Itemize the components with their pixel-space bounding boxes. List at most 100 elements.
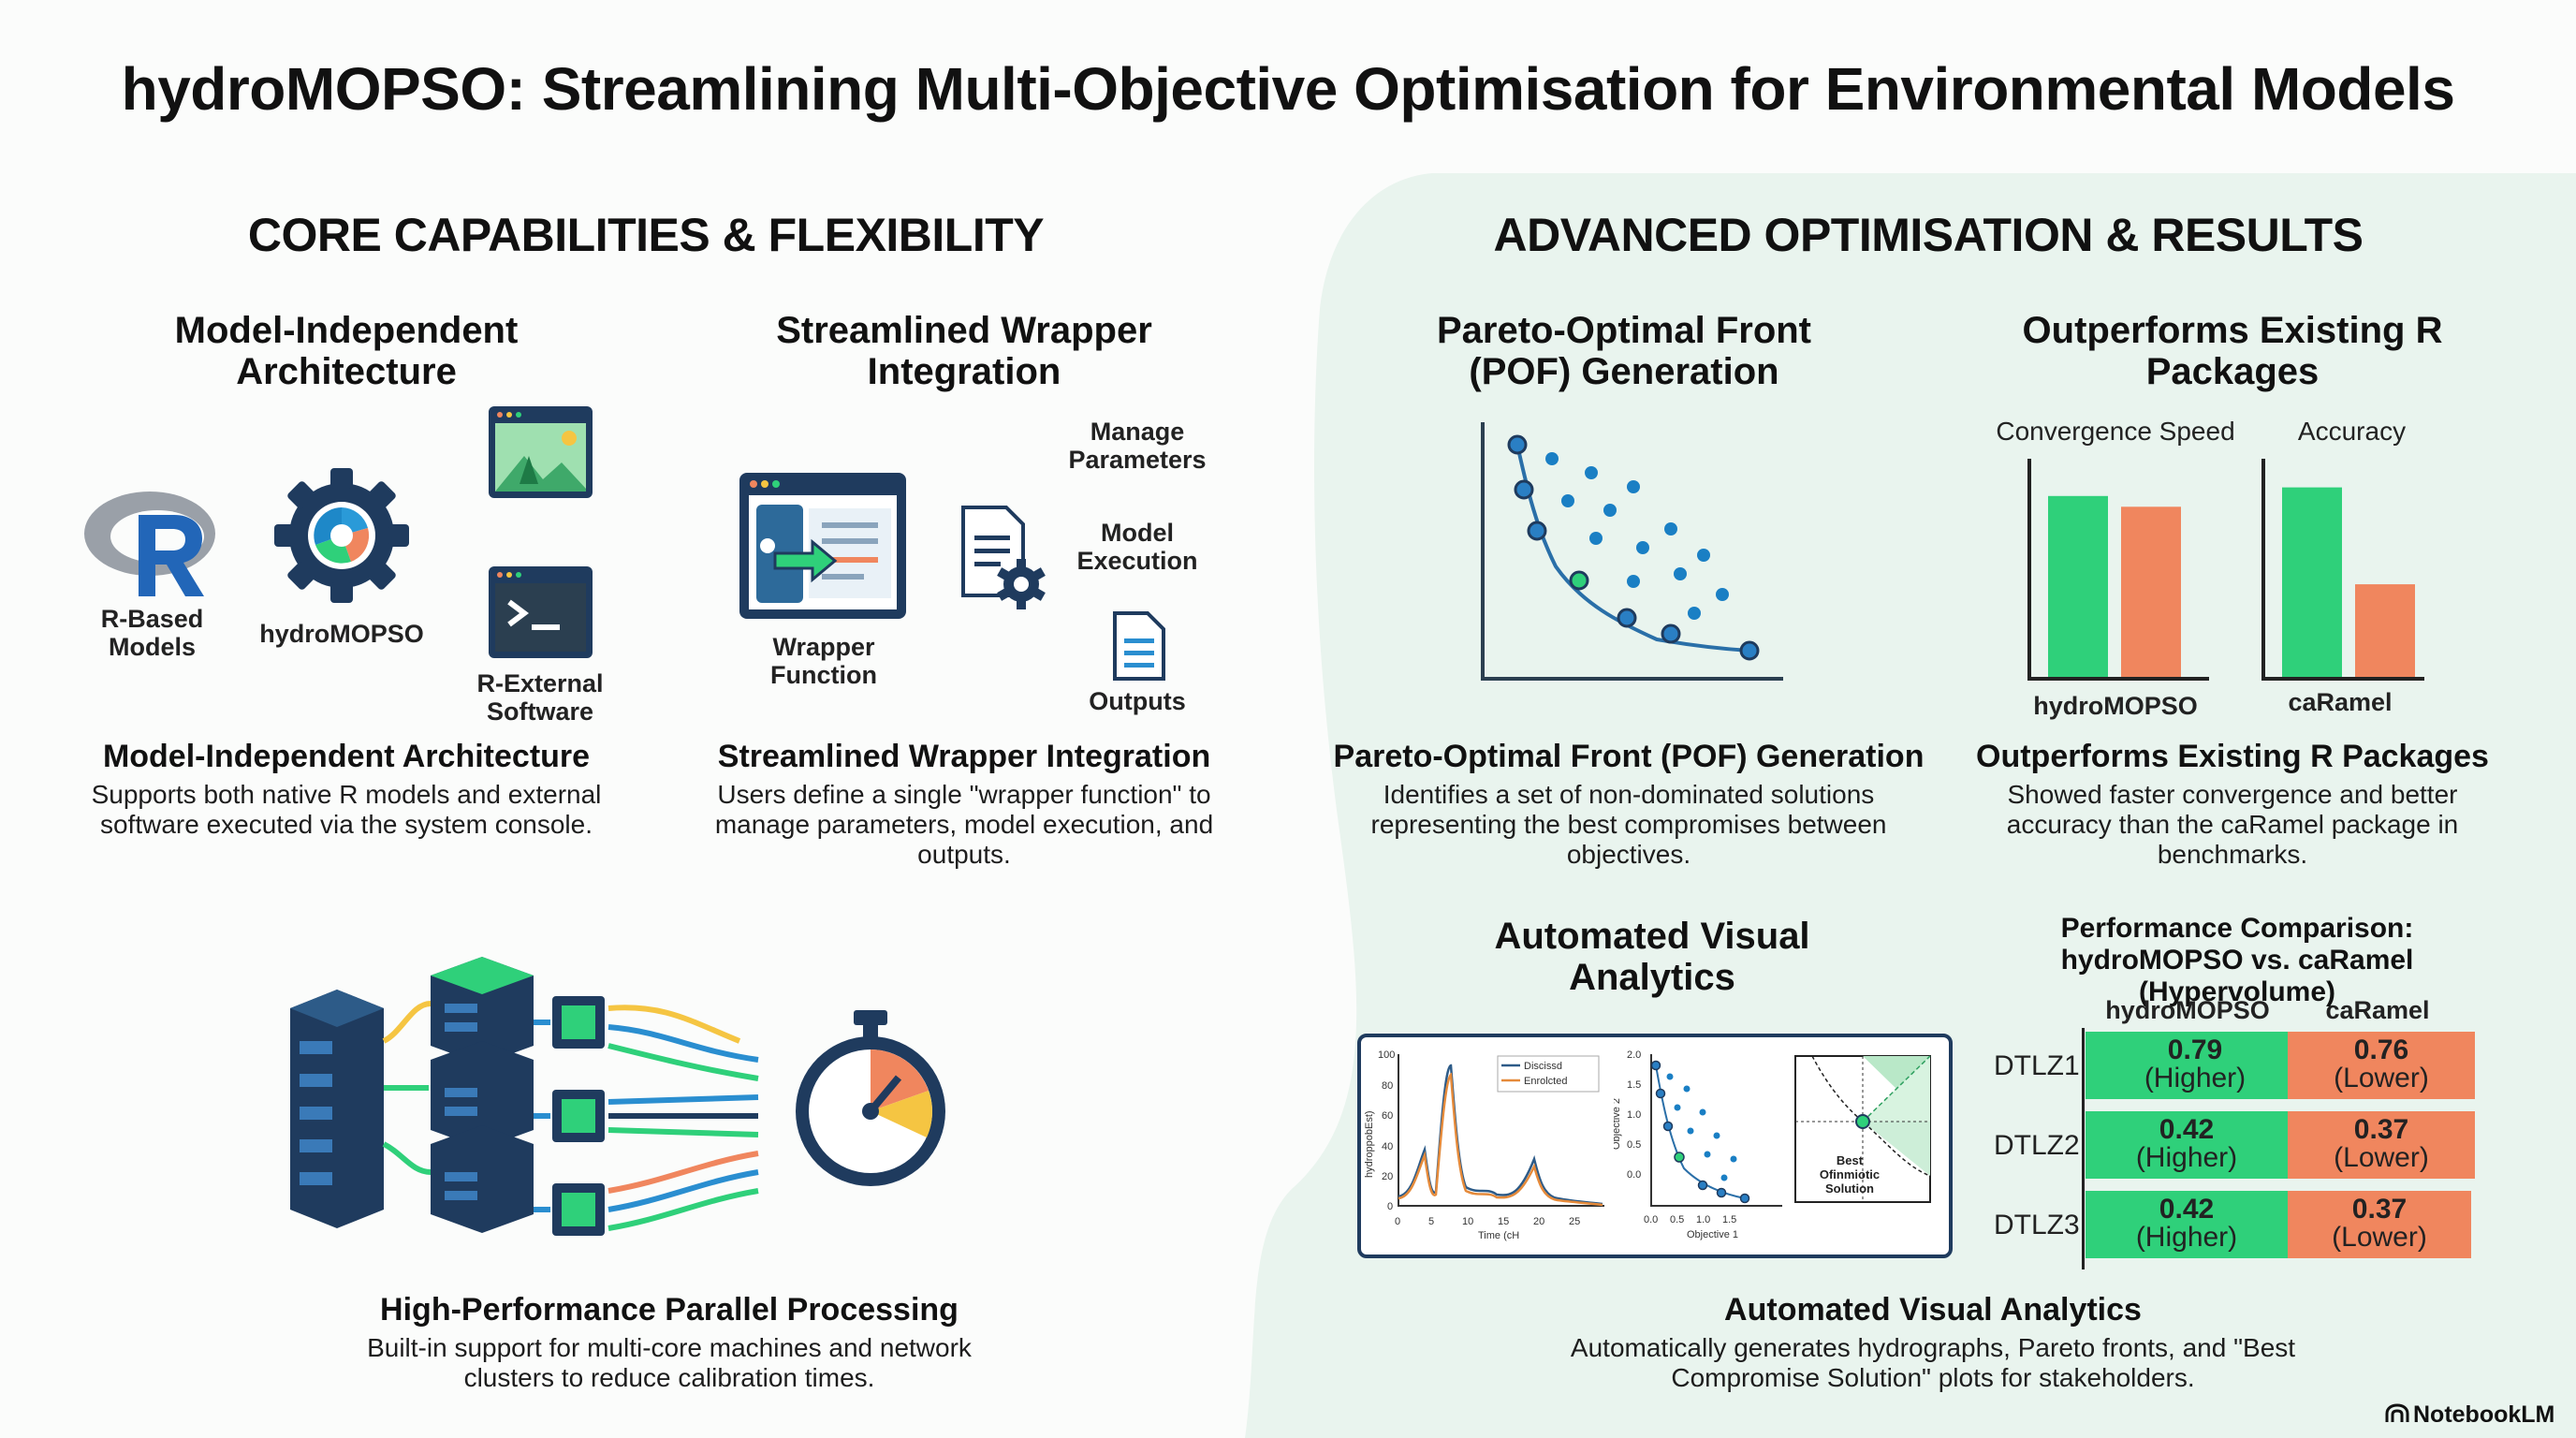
pareto-xlabel: Objective 1: [1687, 1229, 1738, 1240]
accuracy-bar-hydromopso: [2282, 487, 2342, 677]
value: 0.42: [2159, 1114, 2215, 1145]
core-capabilities-heading: CORE CAPABILITIES & FLEXIBILITY: [247, 209, 1045, 261]
pof-description: Identifies a set of non-dominated soluti…: [1370, 780, 1887, 869]
svg-text:0.0: 0.0: [1644, 1214, 1658, 1225]
bar-x-hydromopso-label: hydroMOPSO: [2033, 692, 2198, 720]
server-icon: [290, 990, 384, 1228]
table-row: DTLZ3 0.42(Higher) 0.37(Lower): [1984, 1189, 2481, 1260]
outputs-label: Outputs: [1089, 687, 1186, 715]
hydro-legend-2: Enrolcted: [1524, 1076, 1567, 1087]
note: (Higher): [2135, 1142, 2238, 1173]
pareto-ylabel: Objective 2: [1614, 1098, 1622, 1150]
outputs-document-icon: [1113, 611, 1165, 681]
outperforms-title: Outperforms Existing R Packages: [2022, 310, 2443, 392]
table-col-caramel: caRamel: [2325, 996, 2430, 1024]
row-label: DTLZ2: [1994, 1130, 2080, 1161]
caramel-cell: 0.37(Lower): [2288, 1191, 2471, 1258]
hydromopso-label: hydroMOPSO: [259, 620, 424, 648]
pof-title: Pareto-Optimal Front (POF) Generation: [1436, 310, 1812, 392]
arch-title: Model-Independent Architecture: [174, 310, 519, 392]
note: (Lower): [2332, 1222, 2427, 1253]
svg-text:2.0: 2.0: [1627, 1049, 1641, 1061]
advanced-optimisation-heading: ADVANCED OPTIMISATION & RESULTS: [1493, 209, 2364, 261]
svg-text:25: 25: [1569, 1216, 1580, 1227]
value: 0.79: [2167, 1034, 2223, 1065]
best-compromise-label: Best Ofinmiotic Solution: [1819, 1153, 1881, 1196]
row-label: DTLZ1: [1994, 1050, 2080, 1081]
svg-text:1.0: 1.0: [1627, 1109, 1641, 1121]
caramel-cell: 0.37(Lower): [2288, 1111, 2475, 1179]
wrapper-caption: Streamlined Wrapper Integration: [717, 739, 1211, 774]
table-row: DTLZ1 0.79(Higher) 0.76(Lower): [1984, 1030, 2481, 1101]
value: 0.42: [2159, 1194, 2215, 1225]
brand-label: NotebookLM: [2413, 1401, 2555, 1428]
r-logo-icon: [84, 492, 215, 596]
document-gear-icon: [961, 506, 1046, 609]
row-label: DTLZ3: [1994, 1210, 2080, 1240]
visual-analytics-title: Automated Visual Analytics: [1494, 916, 1810, 998]
r-external-label: R-External Software: [476, 669, 604, 726]
svg-text:60: 60: [1382, 1110, 1393, 1122]
performance-table-title: Performance Comparison: hydroMOPSO vs. c…: [2060, 913, 2414, 1007]
hydromopso-cell: 0.79(Higher): [2086, 1032, 2305, 1099]
bar-x-caramel-label: caRamel: [2288, 688, 2393, 716]
svg-text:0: 0: [1395, 1216, 1400, 1227]
wrapper-title: Streamlined Wrapper Integration: [776, 310, 1152, 392]
note: (Lower): [2334, 1142, 2429, 1173]
hydro-xlabel: Time (cH: [1478, 1230, 1519, 1241]
value: 0.76: [2353, 1034, 2409, 1065]
terminal-window-icon: [489, 566, 593, 658]
hydromopso-gear-icon: [274, 468, 409, 603]
hydro-legend-1: Discissd: [1524, 1061, 1562, 1072]
accuracy-label: Accuracy: [2297, 417, 2407, 446]
visual-analytics-caption: Automated Visual Analytics: [1724, 1292, 2142, 1328]
convergence-bar-hydromopso: [2048, 495, 2108, 677]
stopwatch-icon: [796, 1010, 945, 1186]
svg-text:20: 20: [1533, 1216, 1544, 1227]
pof-caption: Pareto-Optimal Front (POF) Generation: [1333, 739, 1925, 774]
svg-text:20: 20: [1382, 1171, 1393, 1182]
note: (Lower): [2334, 1063, 2429, 1093]
parallel-description: Built-in support for multi-core machines…: [367, 1333, 972, 1392]
hydromopso-cell: 0.42(Higher): [2086, 1111, 2288, 1179]
accuracy-bar-caramel: [2355, 584, 2415, 677]
server-stack-icon: [431, 957, 534, 1233]
convergence-bar-caramel: [2121, 506, 2181, 677]
svg-text:15: 15: [1498, 1216, 1509, 1227]
r-based-label: R-Based Models: [100, 605, 204, 661]
svg-text:5: 5: [1428, 1216, 1434, 1227]
convergence-speed-label: Convergence Speed: [1996, 417, 2235, 446]
value: 0.37: [2353, 1114, 2409, 1145]
visual-analytics-description: Automatically generates hydrographs, Par…: [1570, 1333, 2296, 1392]
value: 0.37: [2351, 1194, 2408, 1225]
svg-text:80: 80: [1382, 1080, 1393, 1092]
landscape-window-icon: [489, 406, 593, 498]
table-row: DTLZ2 0.42(Higher) 0.37(Lower): [1984, 1109, 2481, 1181]
parallel-processing-illustration: [290, 957, 945, 1236]
pareto-front-plot: [1481, 422, 1783, 681]
table-col-hydromopso: hydroMOPSO: [2105, 996, 2270, 1024]
svg-text:1.0: 1.0: [1696, 1214, 1710, 1225]
outperforms-description: Showed faster convergence and better acc…: [2006, 780, 2459, 869]
outperforms-caption: Outperforms Existing R Packages: [1976, 739, 2489, 774]
svg-text:1.5: 1.5: [1627, 1079, 1641, 1091]
model-execution-label: Model Execution: [1076, 519, 1198, 575]
arch-description: Supports both native R models and extern…: [91, 780, 602, 839]
parallel-caption: High-Performance Parallel Processing: [380, 1292, 959, 1328]
hydromopso-cell: 0.42(Higher): [2086, 1191, 2288, 1258]
cpu-chip-icon: [552, 996, 605, 1236]
svg-text:0.5: 0.5: [1670, 1214, 1684, 1225]
note: (Higher): [2135, 1222, 2238, 1253]
performance-bar-charts: [2027, 459, 2424, 681]
notebooklm-brand: NotebookLM: [2385, 1400, 2572, 1431]
table-divider: [2082, 1028, 2085, 1269]
wrapper-function-label: Wrapper Function: [770, 633, 877, 689]
svg-text:1.5: 1.5: [1722, 1214, 1736, 1225]
svg-text:0.0: 0.0: [1627, 1169, 1641, 1181]
caramel-cell: 0.76(Lower): [2288, 1032, 2475, 1099]
notebooklm-logo-icon: [2385, 1403, 2409, 1422]
best-compromise-plot: [1794, 1055, 1931, 1203]
manage-parameters-label: Manage Parameters: [1068, 418, 1207, 474]
